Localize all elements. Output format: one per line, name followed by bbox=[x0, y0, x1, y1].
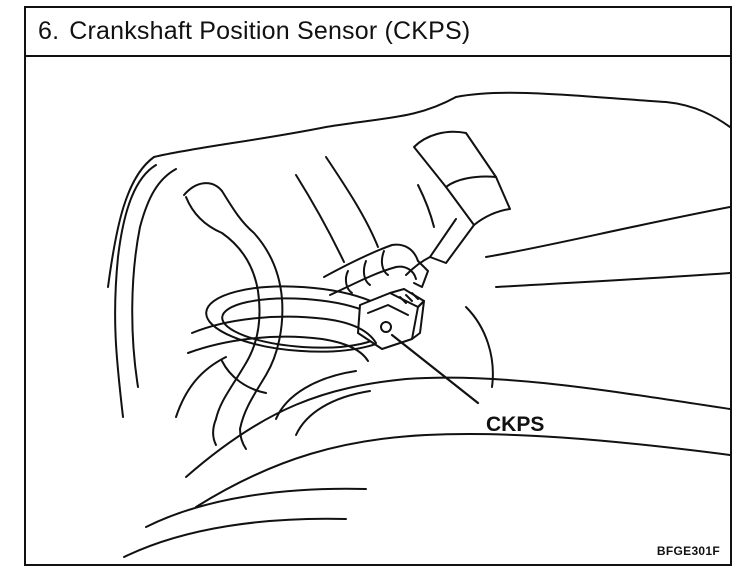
engine-lower-contours bbox=[123, 356, 371, 558]
section-number: 6. bbox=[38, 17, 60, 45]
section-title: Crankshaft Position Sensor (CKPS) bbox=[69, 17, 471, 45]
engine-illustration bbox=[107, 91, 730, 558]
callout-leader bbox=[390, 333, 480, 405]
coolant-hose bbox=[183, 182, 284, 450]
figure-code: BFGE301F bbox=[656, 544, 720, 558]
engine-block-outline bbox=[107, 91, 730, 508]
sensor-harness bbox=[323, 243, 429, 296]
ckps-sensor bbox=[357, 288, 425, 350]
hose-clamp bbox=[405, 130, 511, 276]
ckps-callout-label: CKPS bbox=[486, 413, 545, 436]
figure-frame: 6. Crankshaft Position Sensor (CKPS) bbox=[24, 6, 732, 566]
crossing-pipe bbox=[187, 315, 377, 394]
section-heading: 6. Crankshaft Position Sensor (CKPS) bbox=[26, 8, 730, 57]
